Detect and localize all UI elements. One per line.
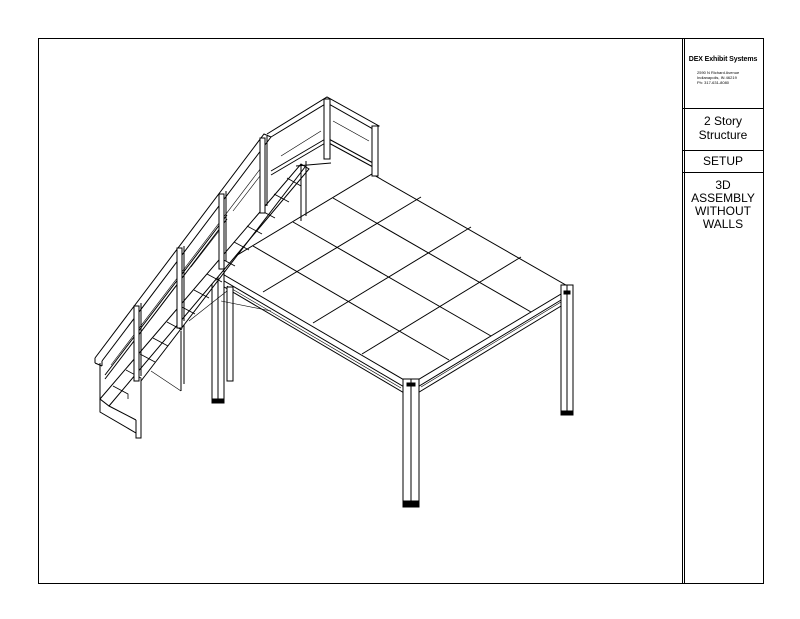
company-name: DEX Exhibit Systems [688, 56, 758, 63]
address-line: Indianapolis, IN 46219 [697, 75, 737, 80]
description-line: WALLS [702, 217, 744, 231]
address-line: Ph: 317-631-8080 [697, 80, 730, 85]
section-label: SETUP [683, 151, 763, 173]
deck-top [213, 173, 572, 385]
drawing-title: 2 Story Structure [683, 109, 763, 151]
description-line: ASSEMBLY [691, 191, 755, 205]
description-line: WITHOUT [695, 204, 751, 218]
title-line: Structure [698, 128, 748, 142]
deck-legs [211, 270, 574, 508]
title-block: DEX Exhibit Systems 2590 N Richard Avenu… [682, 39, 763, 583]
company-cell: DEX Exhibit Systems 2590 N Richard Avenu… [683, 39, 763, 109]
structure-3d-drawing [94, 96, 574, 508]
stair-handrail [94, 133, 272, 399]
company-address: 2590 N Richard Avenue Indianapolis, IN 4… [683, 70, 763, 85]
address-line: 2590 N Richard Avenue [697, 70, 740, 75]
staircase [99, 161, 310, 439]
title-line: 2 Story [703, 114, 742, 128]
landing-rail [266, 96, 381, 177]
description-line: 3D [715, 178, 731, 192]
drawing-area [39, 39, 685, 583]
drawing-sheet: DEX Exhibit Systems 2590 N Richard Avenu… [38, 38, 764, 584]
drawing-description: 3D ASSEMBLY WITHOUT WALLS [683, 173, 763, 231]
